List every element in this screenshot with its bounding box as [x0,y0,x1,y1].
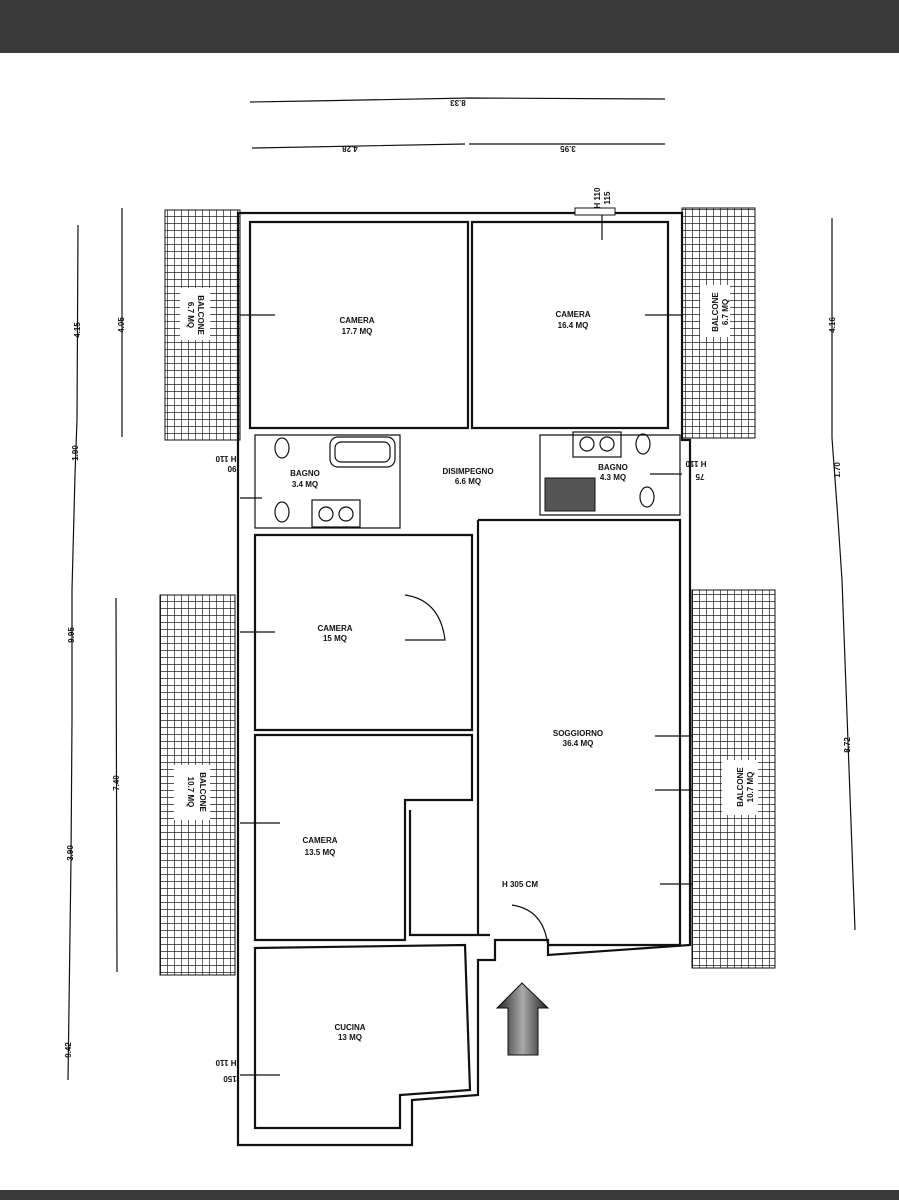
svg-text:16.4 MQ: 16.4 MQ [558,321,589,330]
svg-text:13.5 MQ: 13.5 MQ [305,848,336,857]
svg-text:75: 75 [695,472,704,481]
walls [236,207,692,1147]
svg-text:6.7 MQ: 6.7 MQ [186,302,195,328]
svg-text:9.42: 9.42 [64,1042,73,1058]
height-note: H 305 CM [502,880,538,889]
svg-text:3.4 MQ: 3.4 MQ [292,480,318,489]
room-bagno-2: BAGNO [598,463,628,472]
svg-text:6.6 MQ: 6.6 MQ [455,477,481,486]
room-bagno-1: BAGNO [290,469,320,478]
svg-text:3.95: 3.95 [560,144,576,153]
room-camera-3: CAMERA [317,624,352,633]
svg-text:4.05: 4.05 [117,317,126,333]
svg-text:1.70: 1.70 [833,462,842,478]
svg-text:1.90: 1.90 [71,445,80,461]
top-bar [0,0,899,53]
window-labels: H 110 115 H 110 90 H 110 75 H 110 150 [215,187,706,1083]
svg-text:H 110: H 110 [685,459,706,468]
fixtures [274,431,655,528]
svg-text:4.16: 4.16 [828,317,837,333]
svg-text:H 110: H 110 [215,1058,236,1067]
svg-text:H 110: H 110 [215,454,236,463]
room-disimpegno: DISIMPEGNO [442,467,493,476]
room-camera-1: CAMERA [339,316,374,325]
svg-text:90: 90 [227,464,236,473]
room-labels: CAMERA 17.7 MQ CAMERA 16.4 MQ BAGNO 3.4 … [290,310,628,1042]
svg-text:BALCONE: BALCONE [198,772,207,812]
svg-text:15 MQ: 15 MQ [323,634,347,643]
svg-text:H 110: H 110 [593,187,602,208]
svg-text:BALCONE: BALCONE [736,767,745,807]
dimension-right: 4.16 1.70 8.72 [828,218,856,931]
room-camera-2: CAMERA [555,310,590,319]
svg-text:17.7 MQ: 17.7 MQ [342,327,373,336]
balconies: BALCONE 6.7 MQ BALCONE 6.7 MQ BALCONE 10… [159,207,776,976]
svg-text:13 MQ: 13 MQ [338,1033,362,1042]
svg-text:4.15: 4.15 [73,322,82,338]
svg-text:8.33: 8.33 [450,98,466,107]
svg-text:36.4 MQ: 36.4 MQ [563,739,594,748]
svg-text:4.28: 4.28 [342,144,358,153]
svg-text:3.90: 3.90 [66,845,75,861]
room-cucina: CUCINA [334,1023,365,1032]
svg-text:7.40: 7.40 [112,775,121,791]
room-camera-4: CAMERA [302,836,337,845]
svg-text:BALCONE: BALCONE [196,295,205,335]
bottom-bar [0,1190,899,1200]
svg-text:BALCONE: BALCONE [711,292,720,332]
dimension-left: 4.15 1.90 9.95 3.90 9.42 4.05 7.40 [64,208,126,1081]
svg-text:8.72: 8.72 [843,737,852,753]
svg-text:10.7 MQ: 10.7 MQ [186,777,195,808]
svg-text:10.7 MQ: 10.7 MQ [746,772,755,803]
room-soggiorno: SOGGIORNO [553,729,603,738]
svg-text:115: 115 [603,191,612,204]
svg-text:9.95: 9.95 [67,627,76,643]
entrance-arrow-icon [495,982,550,1056]
svg-text:6.7 MQ: 6.7 MQ [721,299,730,325]
svg-text:4.3 MQ: 4.3 MQ [600,473,626,482]
dimension-top: 8.33 4.28 3.95 [249,97,666,153]
svg-text:150: 150 [223,1074,237,1083]
